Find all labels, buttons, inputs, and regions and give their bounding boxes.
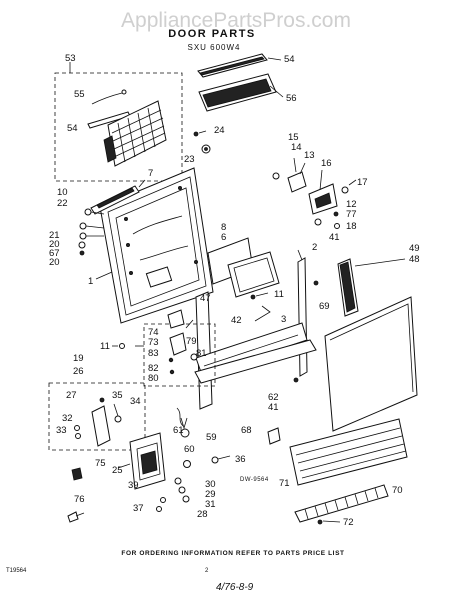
vent-assembly-group [54,62,183,182]
callout-15: 15 [288,132,299,143]
callout-37: 37 [133,503,144,514]
callout-25: 25 [112,465,123,476]
callout-47: 47 [200,293,211,304]
callout-6: 6 [221,232,226,243]
callout-54b: 54 [284,54,295,65]
callout-83: 83 [148,348,159,359]
callout-39: 39 [128,480,139,491]
drawing-number: DW-9564 [240,477,269,483]
latch-assembly [272,157,357,229]
ordering-note: FOR ORDERING INFORMATION REFER TO PARTS … [121,550,344,557]
callout-41a: 41 [329,232,340,243]
callout-18: 18 [346,221,357,232]
model-number: SXU 600W4 [187,43,240,52]
callout-34: 34 [130,396,141,407]
callout-33: 33 [56,425,67,436]
outer-door-panel [324,258,418,432]
callout-21: 21 [49,230,60,241]
callout-60: 60 [184,444,195,455]
callout-19: 19 [73,353,84,364]
fasteners-24-23 [193,130,211,154]
sheet-code: T19564 [6,568,27,574]
callout-36: 36 [235,454,246,465]
callout-labels: 53 55 54 54 56 24 23 7 15 14 13 16 17 12… [49,53,420,528]
callout-80: 80 [148,373,159,384]
callout-54a: 54 [67,123,78,134]
callout-28: 28 [197,509,208,520]
inner-door-panel [90,167,214,324]
callout-16: 16 [321,158,332,169]
callout-59: 59 [206,432,217,443]
lower-left-parts [67,432,166,523]
control-panel-bracket [207,237,280,300]
latch-detail-group [112,309,216,387]
callout-26: 26 [73,366,84,377]
callout-3: 3 [281,314,286,325]
callout-69: 69 [319,301,330,312]
diagram-title: DOOR PARTS [168,28,256,40]
callout-41b: 41 [268,402,279,413]
callout-81: 81 [196,348,207,359]
callout-1: 1 [88,276,93,287]
callout-24: 24 [214,125,225,136]
callout-11a: 11 [274,289,284,300]
callout-22: 22 [57,198,68,209]
callout-79: 79 [186,336,197,347]
callout-12: 12 [346,199,357,210]
page-number: 2 [205,568,209,574]
callout-70: 70 [392,485,403,496]
callout-62: 62 [268,392,279,403]
callout-42: 42 [231,315,242,326]
callout-14: 14 [291,142,302,153]
callout-48: 48 [409,254,420,265]
callout-10: 10 [57,187,68,198]
callout-2: 2 [312,242,317,253]
callout-82: 82 [148,363,159,374]
callout-8: 8 [221,222,226,233]
callout-20b: 20 [49,257,60,268]
callout-20a: 20 [49,239,60,250]
callout-56: 56 [286,93,297,104]
callout-32: 32 [62,413,73,424]
callout-67: 67 [49,248,60,259]
callout-7: 7 [148,168,153,179]
callout-75: 75 [95,458,106,469]
left-fasteners [78,208,105,256]
callout-74: 74 [148,327,159,338]
callout-11b: 11 [100,341,110,352]
callout-72: 72 [343,517,354,528]
handwritten-note: 4/76-8-9 [216,582,254,593]
lower-vent-assembly [267,418,408,525]
callout-71: 71 [279,478,290,489]
callout-61: 61 [173,425,184,436]
callout-29: 29 [205,489,216,500]
watermark: AppliancePartsPros.com [121,9,351,32]
callout-68: 68 [241,425,252,436]
callout-76: 76 [74,494,85,505]
callout-35: 35 [112,390,123,401]
callout-17: 17 [357,177,368,188]
top-vent-bars [197,53,284,112]
callout-73: 73 [148,337,159,348]
callout-13: 13 [304,150,315,161]
callout-30: 30 [205,479,216,490]
callout-23: 23 [184,154,195,165]
hinge-detail-group [48,382,146,451]
callout-49: 49 [409,243,420,254]
callout-55: 55 [74,89,85,100]
callout-31: 31 [205,499,216,510]
callout-27: 27 [66,390,77,401]
callout-77: 77 [346,209,357,220]
door-frame-rails [194,249,319,410]
lower-center-fasteners [156,407,231,512]
callout-53: 53 [65,53,76,64]
